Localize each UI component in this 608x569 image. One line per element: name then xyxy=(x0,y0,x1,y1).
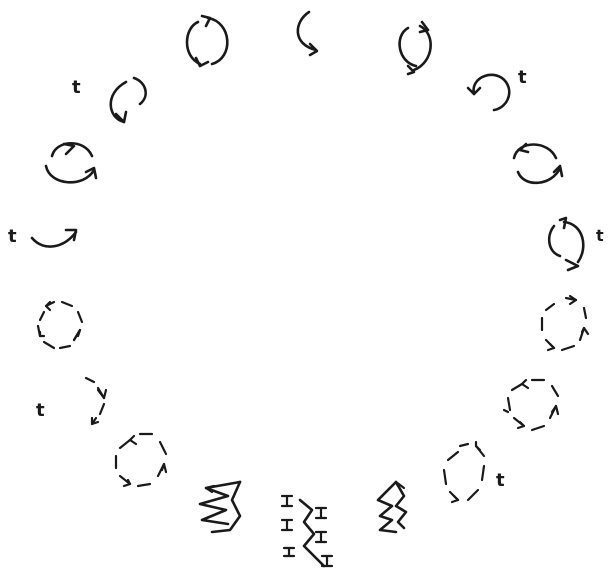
glyph-7-closed-loop xyxy=(514,144,562,183)
glyph-15-dashed-loop xyxy=(444,442,484,502)
glyph-18-loop xyxy=(378,482,406,532)
glyph-12-zigzag xyxy=(86,378,106,424)
glyph-14-zigzag xyxy=(116,434,166,486)
glyph-3-closed-loop xyxy=(400,22,431,74)
glyph-2-open-arc xyxy=(298,12,317,55)
glyph-17-dashed-loop xyxy=(282,496,332,566)
glyph-1-closed-loop xyxy=(187,16,227,66)
glyph-9-dashed-loop xyxy=(549,218,583,270)
glyph-19-closed-loop xyxy=(504,410,508,412)
glyph-6-loop xyxy=(46,143,96,182)
label-t4: t xyxy=(596,226,604,245)
glyph-13-zigzag-with-i-marks xyxy=(508,380,558,430)
glyph-4-loop xyxy=(111,78,146,122)
glyph-5-closed-loop xyxy=(468,75,509,110)
label-t6: t xyxy=(496,470,505,491)
glyph-8-open-arc xyxy=(32,230,76,247)
glyph-16-dashed-loop xyxy=(200,482,240,532)
label-t3: t xyxy=(8,226,17,247)
label-t1: t xyxy=(72,77,81,98)
label-t2: t xyxy=(518,67,527,88)
glyph-10-dashed-arc xyxy=(38,302,82,348)
glyph-11-dashed-loop xyxy=(542,296,588,350)
label-t5: t xyxy=(36,400,45,421)
